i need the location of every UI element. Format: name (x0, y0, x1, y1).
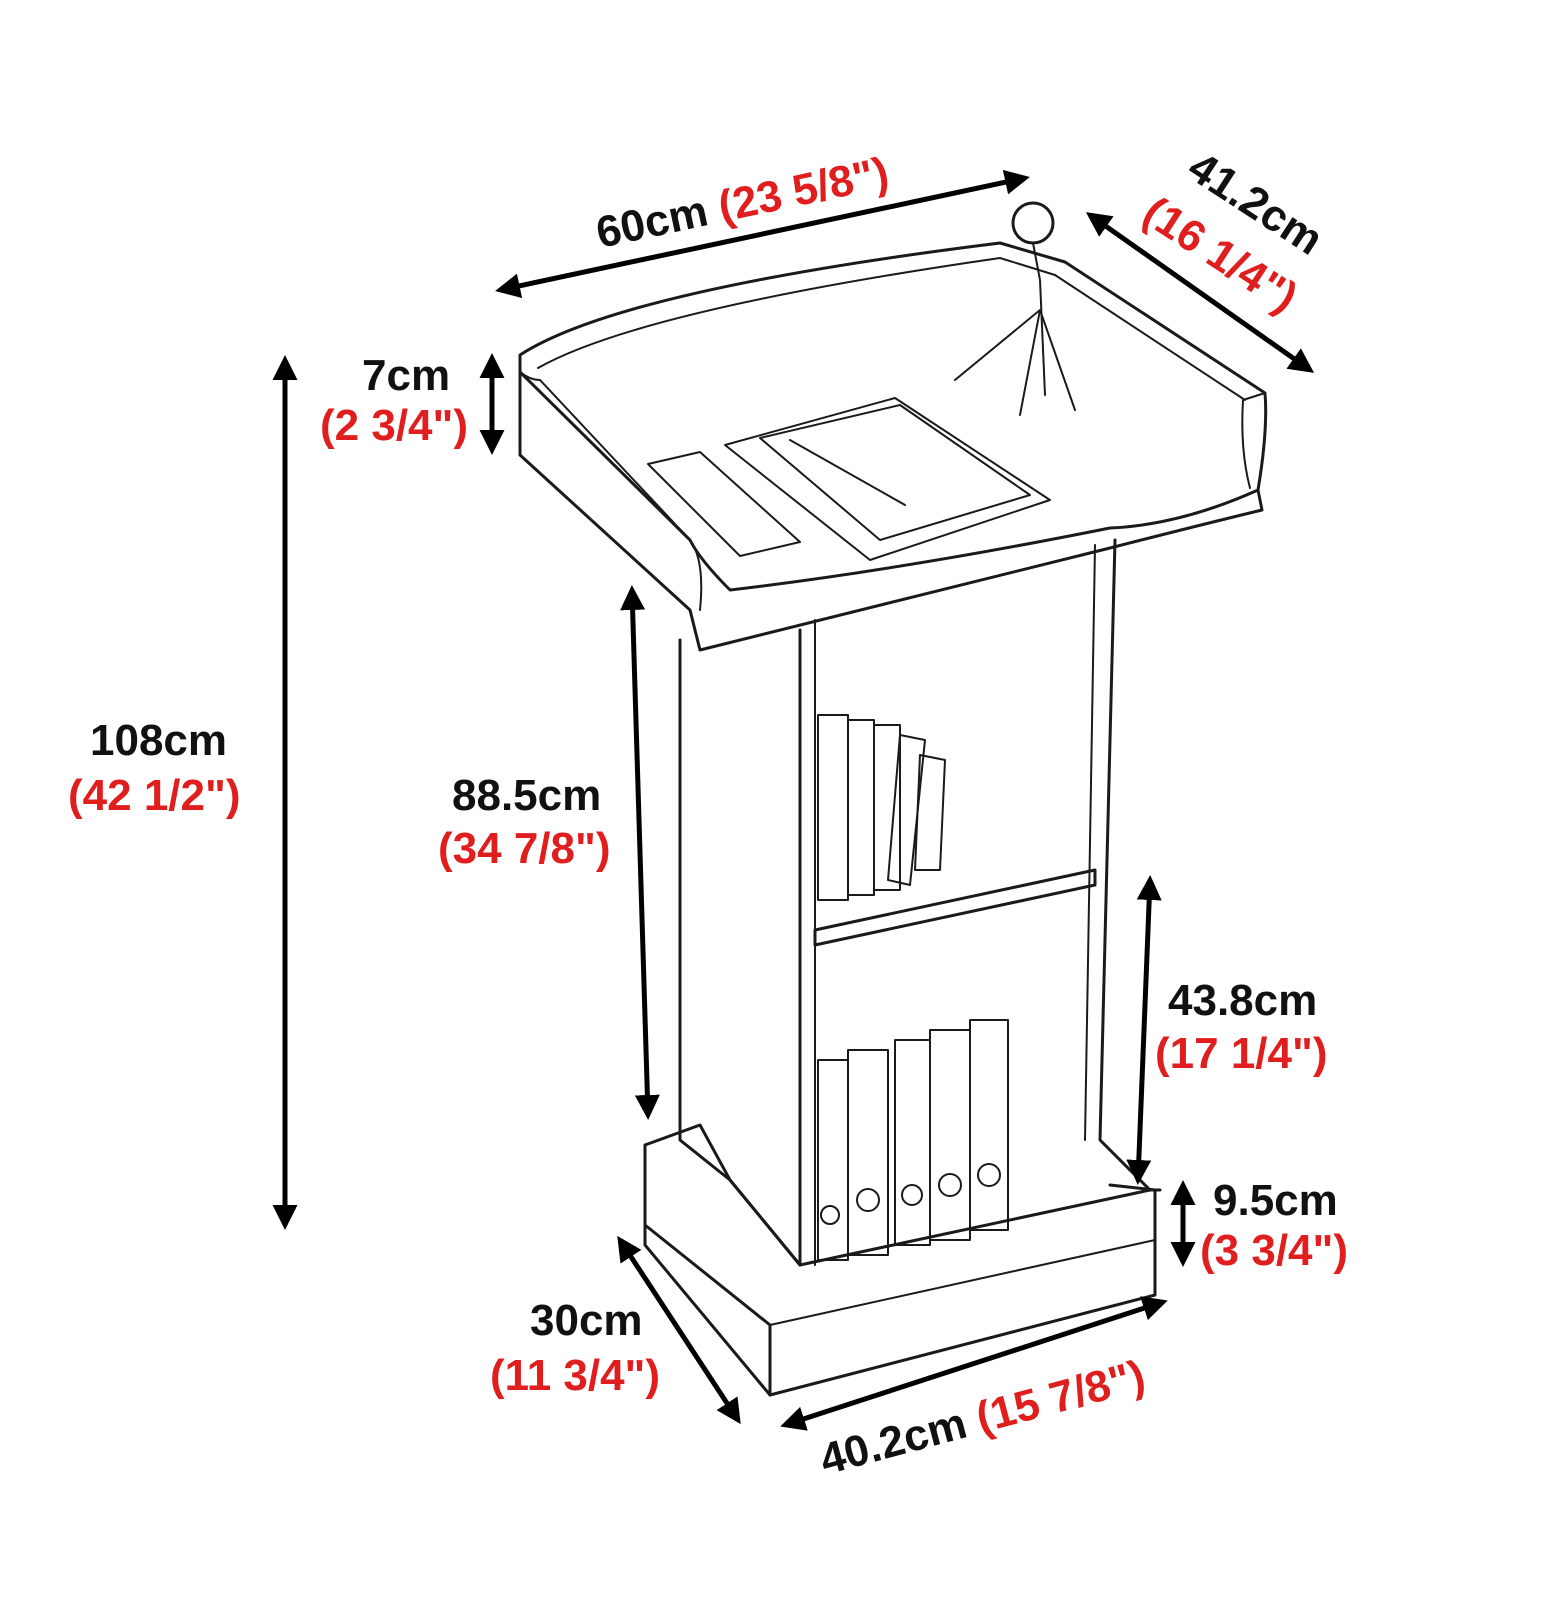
label-total-height-cm: 108cm (90, 716, 227, 765)
binder-ring (856, 1188, 880, 1212)
dimension-arrows (272, 169, 1315, 1431)
label-shelf-height-cm: 43.8cm (1168, 976, 1317, 1025)
books-upper (817, 714, 946, 901)
book (914, 754, 946, 871)
binder-ring (820, 1205, 840, 1225)
book (873, 724, 901, 891)
label-lip-height-inch: (2 3/4") (320, 401, 468, 450)
label-shelf-height-inch: (17 1/4") (1155, 1029, 1328, 1078)
binders-lower (817, 1019, 1009, 1261)
label-top-depth: 41.2cm (16 1/4") (1135, 142, 1332, 322)
label-total-height: 108cm (42 1/2") (68, 716, 241, 820)
column-inner-right (1084, 544, 1096, 1141)
label-lip-height: 7cm (2 3/4") (320, 351, 468, 450)
paper-sheet (647, 451, 801, 557)
desk-inner-edge (537, 257, 1246, 401)
label-total-height-inch: (42 1/2") (68, 771, 241, 820)
label-base-depth-inch: (11 3/4") (490, 1351, 660, 1400)
arrow-base-width (780, 1296, 1168, 1431)
book (847, 719, 875, 896)
binder-page (759, 404, 1031, 541)
binder-ring (901, 1184, 923, 1206)
arrow-top-width (495, 169, 1030, 299)
binder (817, 1059, 849, 1261)
desk-left-lip (519, 371, 703, 611)
label-body-height: 88.5cm (34 7/8") (438, 771, 611, 873)
microphone-head (1011, 201, 1055, 245)
book (817, 714, 849, 901)
binder (929, 1029, 971, 1241)
lectern-illustration (518, 201, 1268, 1397)
microphone-stem (1032, 242, 1046, 396)
arrow-shelf-height (1126, 875, 1162, 1185)
base-block (643, 1143, 1157, 1397)
arrow-top-depth (1085, 212, 1315, 373)
binder (847, 1049, 889, 1256)
label-base-depth: 30cm (11 3/4") (490, 1296, 660, 1400)
arrow-body-height (620, 585, 660, 1120)
label-base-height-inch: (3 3/4") (1200, 1226, 1348, 1275)
desk-front-face (518, 370, 1264, 652)
binder-ring (977, 1163, 1001, 1187)
label-top-width: 60cm (23 5/8") (592, 148, 893, 258)
binder-open (724, 397, 1051, 561)
label-body-height-cm: 88.5cm (452, 771, 601, 820)
label-top-width-text: 60cm (23 5/8") (592, 148, 893, 258)
label-base-height: 9.5cm (3 3/4") (1200, 1176, 1348, 1275)
label-base-height-cm: 9.5cm (1213, 1176, 1338, 1225)
book (887, 734, 926, 886)
desk-right-lip (1241, 392, 1266, 489)
arrow-base-depth (617, 1235, 741, 1425)
column-left-panel (678, 628, 802, 1267)
binder (894, 1039, 931, 1246)
label-body-height-inch: (34 7/8") (438, 824, 611, 873)
label-lip-height-cm: 7cm (362, 351, 450, 400)
shelf (813, 868, 1097, 947)
label-base-depth-cm: 30cm (530, 1296, 643, 1345)
base-front-edge (644, 1224, 1156, 1326)
microphone (954, 201, 1076, 416)
pen (789, 439, 906, 506)
binder-ring (938, 1173, 962, 1197)
label-shelf-height: 43.8cm (17 1/4") (1155, 976, 1328, 1078)
microphone-tripod (954, 309, 1076, 416)
binder (969, 1019, 1009, 1231)
